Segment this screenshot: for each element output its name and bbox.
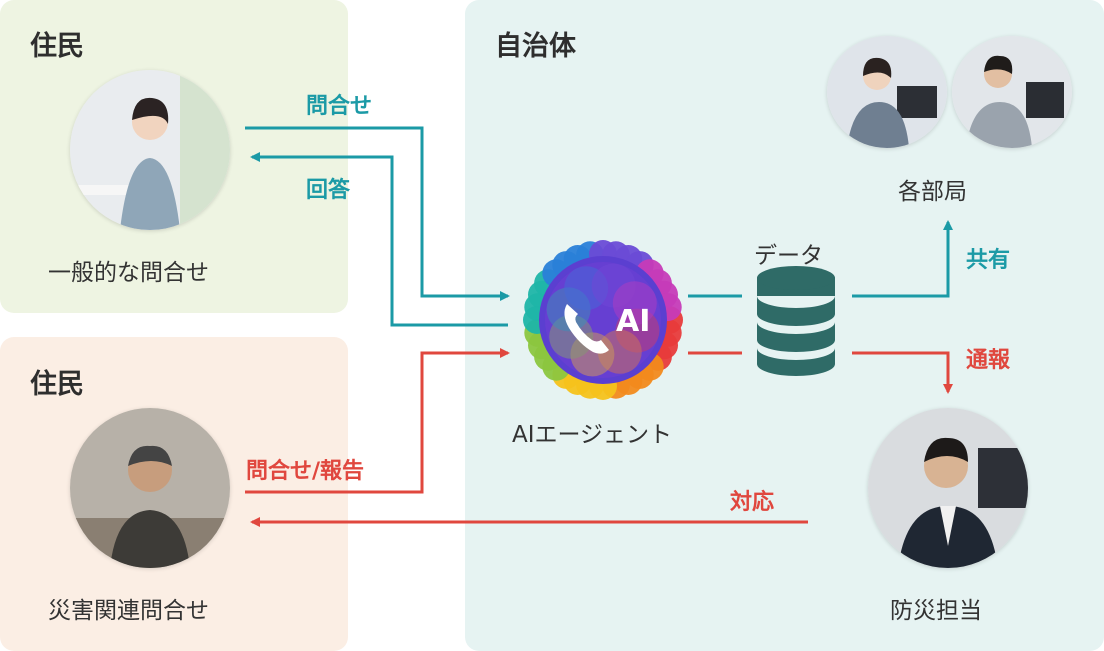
general-inquiry-caption: 一般的な問合せ: [48, 260, 209, 286]
department-staff-photo-1: [827, 36, 947, 148]
phone-icon: [564, 304, 609, 354]
response-label: 対応: [730, 490, 775, 515]
disaster-inquiry-caption: 災害関連問合せ: [48, 598, 209, 624]
inquiry-label: 問合せ: [306, 94, 373, 119]
inquiry-report-label: 問合せ/報告: [246, 459, 365, 484]
ai-badge-text: AI: [616, 304, 650, 339]
database-icon: [757, 266, 835, 376]
ai-agent-caption: AIエージェント: [512, 422, 673, 448]
data-caption: データ: [754, 243, 823, 269]
resident-general-photo: [70, 70, 230, 230]
residents-disaster-title: 住民: [30, 369, 84, 400]
inquiry-arrow: [245, 126, 510, 301]
answer-label: 回答: [306, 178, 351, 203]
residents-general-title: 住民: [30, 31, 84, 62]
government-title: 自治体: [495, 31, 576, 62]
department-staff-photo-2: [952, 36, 1072, 148]
notify-label: 通報: [966, 348, 1011, 373]
share-arrow: [852, 220, 953, 298]
disaster-officer-photo: [868, 408, 1028, 568]
departments-caption: 各部局: [898, 179, 967, 205]
resident-disaster-photo: [70, 408, 230, 568]
answer-arrow: [250, 152, 508, 327]
inquiry-report-arrow: [245, 348, 510, 494]
disaster-officer-caption: 防災担当: [890, 598, 982, 624]
notify-arrow: [852, 351, 953, 394]
share-label: 共有: [966, 248, 1011, 273]
ai-agent-icon: [523, 240, 683, 400]
